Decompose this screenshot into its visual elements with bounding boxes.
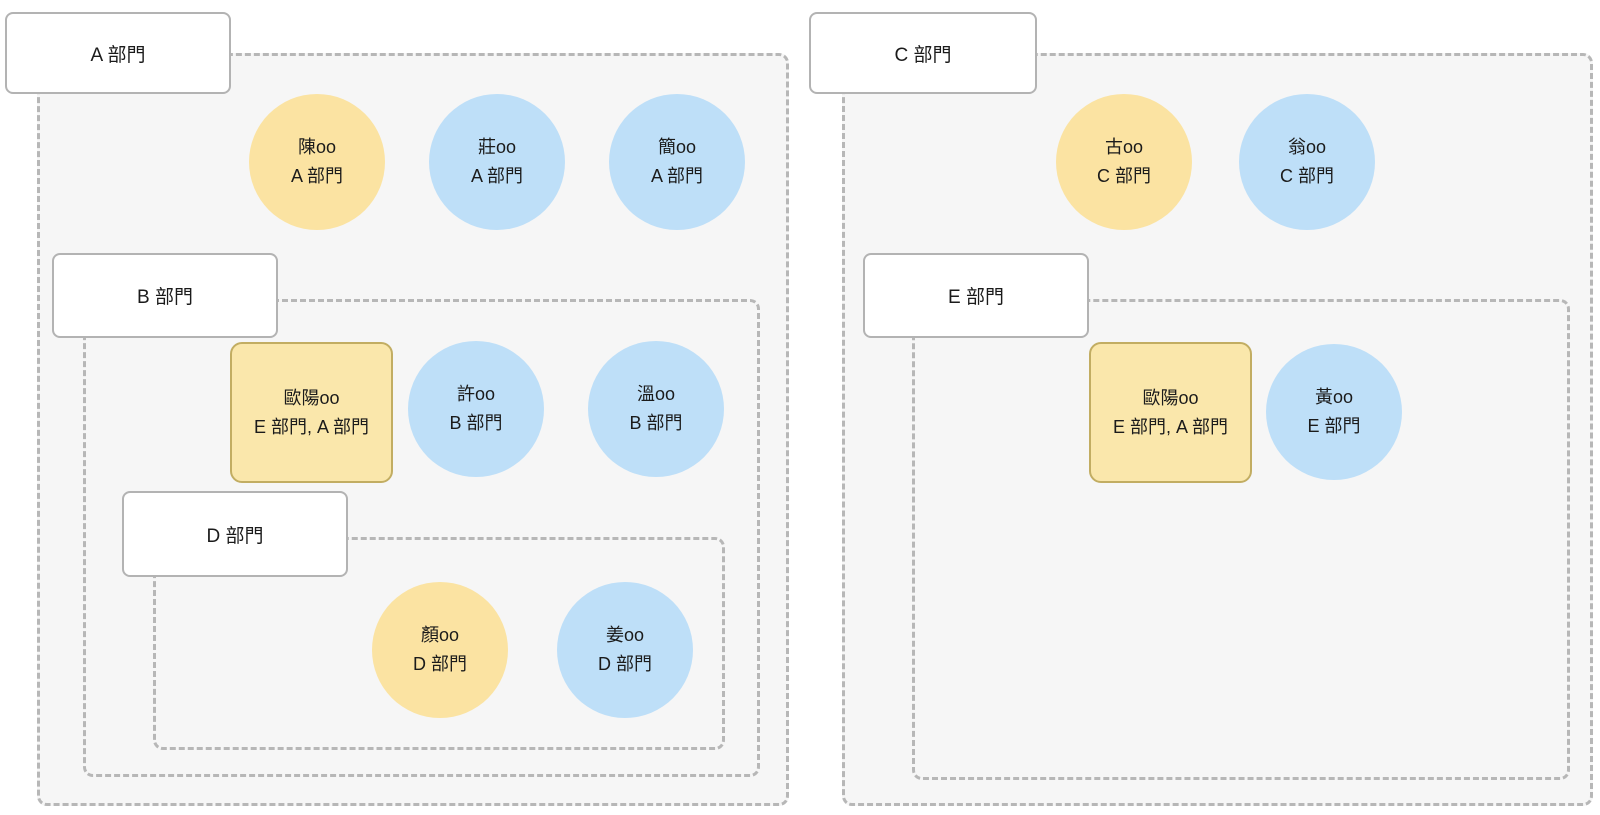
dept-b-label-text: B 部門 — [137, 287, 193, 308]
member-dept: A 部門 — [470, 166, 523, 186]
dept-a-member-2[interactable]: 莊oo A 部門 — [429, 94, 565, 230]
dept-d-member-1[interactable]: 顏oo D 部門 — [372, 582, 508, 718]
member-dept: C 部門 — [1097, 166, 1151, 186]
dept-d-label-text: D 部門 — [206, 525, 264, 547]
dept-a-member-3[interactable]: 簡oo A 部門 — [609, 94, 745, 230]
member-dept: C 部門 — [1280, 166, 1334, 186]
dept-b-label[interactable]: B 部門 — [52, 253, 278, 338]
dept-e-member-1[interactable]: 歐陽oo E 部門, A 部門 — [1089, 342, 1252, 483]
member-name: 莊oo — [477, 137, 517, 157]
member-dept: E 部門, A 部門 — [253, 416, 370, 437]
member-dept: D 部門 — [413, 654, 467, 674]
dept-a-label[interactable]: A 部門 — [5, 12, 231, 94]
member-name: 翁oo — [1287, 137, 1327, 157]
member-dept: B 部門 — [629, 413, 683, 433]
dept-a-label-text: A 部門 — [90, 44, 146, 66]
member-dept: E 部門 — [1307, 416, 1361, 436]
member-name: 陳oo — [297, 137, 337, 157]
dept-c-label[interactable]: C 部門 — [809, 12, 1037, 94]
dept-e-member-2[interactable]: 黃oo E 部門 — [1266, 344, 1402, 480]
dept-b-member-2[interactable]: 許oo B 部門 — [408, 341, 544, 477]
dept-a-member-1[interactable]: 陳oo A 部門 — [249, 94, 385, 230]
member-name: 姜oo — [605, 625, 645, 645]
dept-b-member-1[interactable]: 歐陽oo E 部門, A 部門 — [230, 342, 393, 483]
member-name: 許oo — [456, 384, 496, 404]
member-name: 簡oo — [657, 137, 697, 157]
dept-d-label[interactable]: D 部門 — [122, 491, 348, 577]
dept-d-member-2[interactable]: 姜oo D 部門 — [557, 582, 693, 718]
member-dept: B 部門 — [449, 413, 503, 433]
member-dept: E 部門, A 部門 — [1112, 416, 1229, 437]
member-dept: A 部門 — [290, 166, 343, 186]
member-name: 古oo — [1104, 137, 1144, 157]
dept-c-label-text: C 部門 — [894, 44, 952, 66]
member-dept: A 部門 — [650, 166, 703, 186]
member-name: 歐陽oo — [1142, 387, 1199, 408]
member-name: 溫oo — [636, 384, 676, 404]
member-name: 歐陽oo — [283, 387, 340, 408]
dept-b-member-3[interactable]: 溫oo B 部門 — [588, 341, 724, 477]
member-name: 顏oo — [420, 625, 460, 645]
dept-e-label-text: E 部門 — [948, 287, 1004, 308]
dept-e-label[interactable]: E 部門 — [863, 253, 1089, 338]
dept-c-member-1[interactable]: 古oo C 部門 — [1056, 94, 1192, 230]
member-dept: D 部門 — [598, 654, 652, 674]
dept-c-member-2[interactable]: 翁oo C 部門 — [1239, 94, 1375, 230]
member-name: 黃oo — [1314, 387, 1354, 407]
